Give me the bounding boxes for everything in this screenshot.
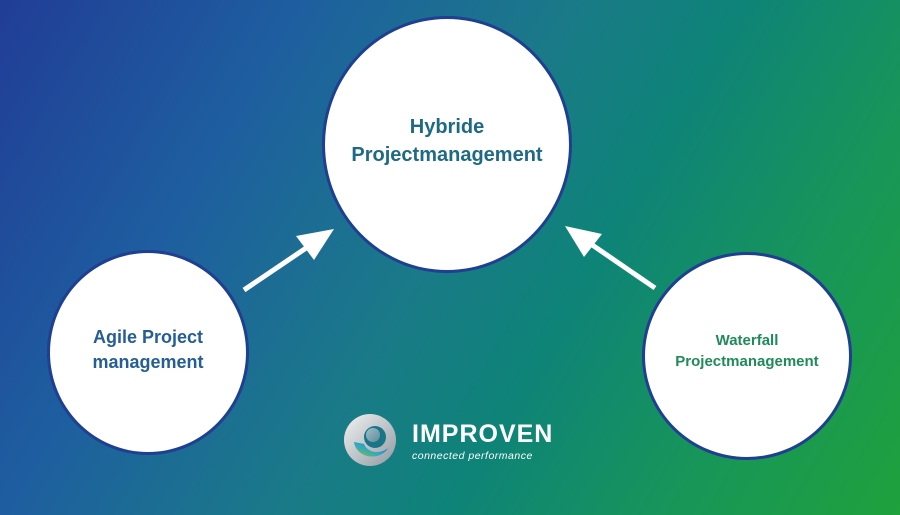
improven-logo: IMPROVEN connected performance (342, 410, 562, 472)
node-label: Agile Project management (92, 325, 203, 375)
arrow-up-right-icon (242, 229, 334, 293)
node-label: Hybride Projectmanagement (351, 114, 542, 169)
node-label-line: Agile Project (92, 326, 203, 347)
node-agile-project-management: Agile Project management (47, 250, 249, 455)
node-label: Waterfall Projectmanagement (675, 331, 818, 372)
node-waterfall-projectmanagement: Waterfall Projectmanagement (642, 252, 852, 460)
node-label-line: Projectmanagement (675, 353, 819, 370)
logo-brand-text: IMPROVEN (412, 420, 554, 448)
arrow-up-left-icon (565, 226, 657, 291)
logo-tagline: connected performance (412, 450, 533, 462)
node-label-line: Projectmanagement (351, 143, 543, 166)
node-label-line: Hybride (409, 115, 485, 138)
node-label-line: management (92, 351, 204, 372)
node-label-line: Waterfall (715, 332, 779, 350)
improven-swirl-logo-icon (344, 414, 396, 466)
node-hybride-projectmanagement: Hybride Projectmanagement (322, 16, 572, 273)
